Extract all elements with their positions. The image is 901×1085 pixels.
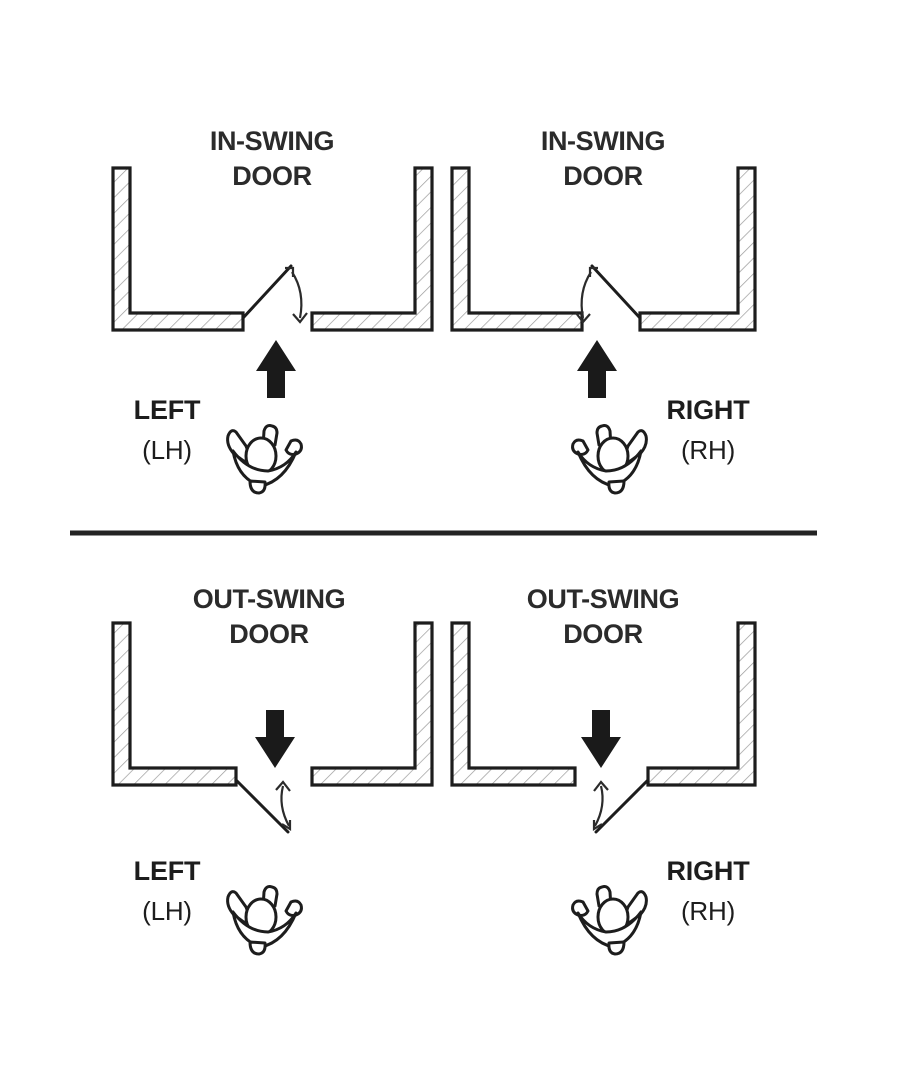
panel-title-line2: DOOR xyxy=(563,161,642,191)
hand-wrist xyxy=(607,940,626,956)
panel-title-line1: IN-SWING xyxy=(541,126,665,156)
right-hand-icon xyxy=(571,885,648,956)
panel-bottom-left: OUT-SWING DOOR LEFT (LH) xyxy=(111,584,434,956)
swing-arrowhead-end xyxy=(281,820,292,831)
swing-arc xyxy=(594,785,604,827)
swing-arrowhead-start xyxy=(275,780,291,792)
swing-arrowhead-start xyxy=(285,266,295,277)
hand-label: RIGHT xyxy=(667,395,751,425)
hand-label: LEFT xyxy=(134,856,201,886)
panel-title-line2: DOOR xyxy=(563,619,642,649)
hand-label: RIGHT xyxy=(667,856,751,886)
wall-right xyxy=(638,166,757,332)
door-leaf xyxy=(241,264,293,320)
hand-abbreviation: (LH) xyxy=(142,435,192,465)
swing-arrowhead-start xyxy=(593,780,609,792)
panel-title-line1: OUT-SWING xyxy=(527,584,679,614)
wall-right xyxy=(310,166,434,332)
panel-title-line2: DOOR xyxy=(229,619,308,649)
hand-wrist xyxy=(248,479,267,495)
panel-top-right: IN-SWING DOOR RIGHT (RH) xyxy=(450,126,757,495)
wall-left xyxy=(450,621,577,787)
panel-bottom-right: OUT-SWING DOOR RIGHT (RH) xyxy=(450,584,757,956)
wall-right xyxy=(310,621,434,787)
hand-finger-pinky xyxy=(571,899,590,917)
door-leaf xyxy=(234,778,290,834)
panel-title-line1: IN-SWING xyxy=(210,126,334,156)
door-leaf xyxy=(590,264,642,320)
hand-abbreviation: (RH) xyxy=(681,896,735,926)
swing-arrowhead-end xyxy=(575,312,591,324)
direction-arrow-up xyxy=(256,340,296,398)
left-hand-icon xyxy=(226,885,303,956)
direction-arrow-up xyxy=(577,340,617,398)
hand-finger-pinky xyxy=(284,899,303,917)
left-hand-icon xyxy=(226,424,303,495)
panel-title-line2: DOOR xyxy=(232,161,311,191)
wall-left xyxy=(111,621,238,787)
hand-finger-pinky xyxy=(284,438,303,456)
hand-wrist xyxy=(607,479,626,495)
hand-wrist xyxy=(248,940,267,956)
door-leaf xyxy=(594,778,650,834)
swing-arc xyxy=(280,785,290,827)
direction-arrow-down xyxy=(581,710,621,768)
hand-abbreviation: (RH) xyxy=(681,435,735,465)
swing-arrowhead-end xyxy=(592,820,603,831)
hand-abbreviation: (LH) xyxy=(142,896,192,926)
swing-arrowhead-start xyxy=(588,266,598,277)
wall-right xyxy=(646,621,757,787)
hand-label: LEFT xyxy=(134,395,201,425)
right-hand-icon xyxy=(571,424,648,495)
panel-top-left: IN-SWING DOOR LEFT (LH) xyxy=(111,126,434,495)
wall-left xyxy=(111,166,245,332)
direction-arrow-down xyxy=(255,710,295,768)
panel-title-line1: OUT-SWING xyxy=(193,584,345,614)
swing-arrowhead-end xyxy=(292,312,308,324)
hand-finger-pinky xyxy=(571,438,590,456)
